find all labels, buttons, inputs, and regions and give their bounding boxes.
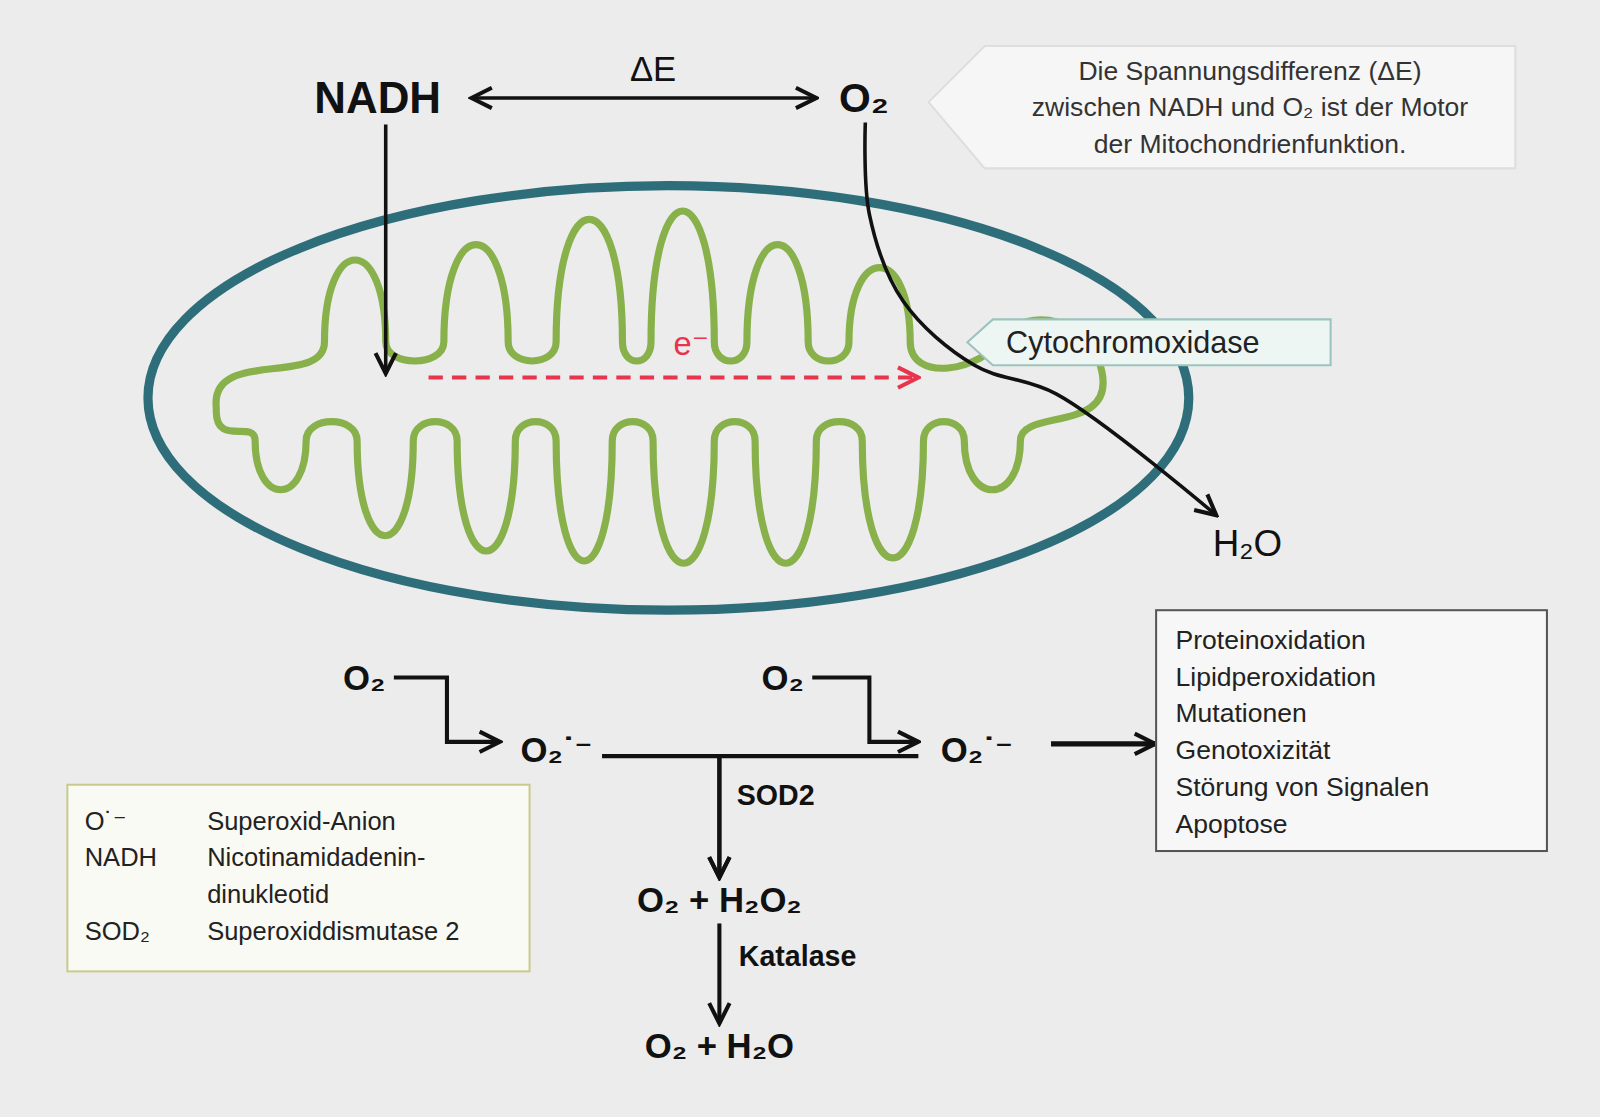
enzyme-tag: Cytochromoxidase <box>967 319 1330 365</box>
node-text: O˙⁻ <box>85 802 207 839</box>
callout-box: Die Spannungsdifferenz (ΔE) zwischen NAD… <box>929 46 1516 168</box>
enzyme-label: SOD2 <box>737 780 815 813</box>
reaction-arrow <box>719 756 918 877</box>
node-text: NADH <box>314 71 471 124</box>
metabolite-label: H₂O <box>1194 515 1301 571</box>
reaction-arrow <box>394 678 500 742</box>
node-text: H₂O <box>1194 515 1301 571</box>
node-text: Nicotinamidadenin- dinukleotid <box>207 839 513 912</box>
enzyme-label: ΔE <box>607 49 699 89</box>
node-text: Apoptose <box>1176 805 1528 842</box>
nadh-entry-arrow <box>384 124 388 373</box>
reaction-arrow <box>812 678 918 742</box>
product-label: O₂ + H₂O₂ <box>612 878 826 924</box>
node-text: Die Spannungsdifferenz (ΔE) zwischen NAD… <box>1026 52 1475 162</box>
shape-fill <box>967 319 1330 365</box>
node-text: Lipidperoxidation <box>1176 658 1528 695</box>
node-text: Mutationen <box>1176 695 1528 732</box>
node-text: Cytochromoxidase <box>1006 319 1330 365</box>
enzyme-label: Katalase <box>739 941 857 974</box>
node-text: SOD₂ <box>85 912 207 949</box>
shape-fill <box>929 46 1516 168</box>
effects-box: ProteinoxidationLipidperoxidationMutatio… <box>1155 609 1548 852</box>
metabolite-label: O₂ <box>816 73 893 122</box>
node-text: Proteinoxidation <box>1176 621 1528 658</box>
product-label: O₂ + H₂O <box>612 1023 826 1069</box>
node-text: O₂ <box>816 73 888 122</box>
metabolite-label: O₂ <box>753 656 812 699</box>
node-text: O₂˙⁻ <box>941 724 1051 775</box>
abbreviation-box: O˙⁻Superoxid-AnionNADHNicotinamidadenin-… <box>66 784 530 973</box>
node-text: Superoxid-Anion <box>207 802 513 839</box>
outer-membrane <box>148 186 1189 610</box>
reaction-arrow <box>602 756 719 877</box>
node-text: Superoxiddismutase 2 <box>207 912 513 949</box>
radical-label: O₂˙⁻ <box>500 724 602 775</box>
node-text: O₂ + H₂O₂ <box>612 878 826 924</box>
node-text: O₂ <box>335 656 394 699</box>
node-text: O₂ + H₂O <box>612 1023 826 1069</box>
node-text: O₂˙⁻ <box>520 724 602 775</box>
inner-membrane-cristae <box>216 211 1103 563</box>
radical-label: O₂˙⁻ <box>918 724 1051 775</box>
node-text: Störung von Signalen <box>1176 768 1528 805</box>
reaction-arrow <box>717 923 721 1023</box>
reaction-arrow <box>1051 741 1155 746</box>
reaction-arrow <box>471 96 816 100</box>
node-text: NADH <box>85 839 207 912</box>
electron-flow-arrow <box>429 376 919 380</box>
metabolite-label: NADH <box>306 71 471 124</box>
electron-label: e⁻ <box>673 324 708 363</box>
node-text: Genotoxizität <box>1176 732 1528 769</box>
metabolite-label: O₂ <box>335 656 394 699</box>
node-text: O₂ <box>753 656 812 699</box>
